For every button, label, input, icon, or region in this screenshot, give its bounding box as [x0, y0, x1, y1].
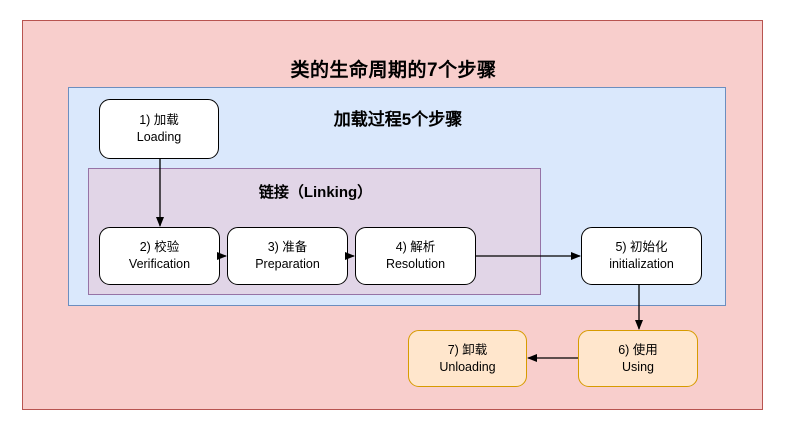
step-node-initialization-cn: 5) 初始化 — [615, 240, 668, 254]
step-node-loading[interactable]: 1) 加载 Loading — [99, 99, 219, 159]
step-node-verification-cn: 2) 校验 — [139, 240, 180, 254]
step-node-using-en: Using — [622, 359, 654, 374]
step-node-resolution-en: Resolution — [385, 257, 446, 271]
step-node-verification-en: Verification — [128, 257, 191, 271]
step-node-preparation[interactable]: 3) 准备 Preparation — [227, 227, 348, 285]
step-node-loading-en: Loading — [136, 130, 182, 144]
step-node-verification[interactable]: 2) 校验 Verification — [99, 227, 220, 285]
step-node-unloading[interactable]: 7) 卸载 Unloading — [408, 330, 527, 387]
step-node-unloading-en: Unloading — [439, 359, 496, 374]
step-node-loading-cn: 1) 加载 — [139, 113, 179, 127]
step-node-using[interactable]: 6) 使用 Using — [578, 330, 698, 387]
step-node-resolution[interactable]: 4) 解析 Resolution — [355, 227, 476, 285]
step-node-resolution-cn: 4) 解析 — [395, 240, 436, 254]
step-node-unloading-cn: 7) 卸载 — [447, 342, 488, 357]
step-node-preparation-cn: 3) 准备 — [267, 240, 308, 254]
step-node-initialization-en: initialization — [609, 257, 674, 271]
diagram-title: 类的生命周期的7个步骤 — [290, 60, 497, 81]
container-loading-process-title: 加载过程5个步骤 — [333, 110, 463, 129]
container-linking-title: 链接（Linking） — [258, 184, 373, 201]
step-node-preparation-en: Preparation — [255, 257, 320, 271]
step-node-initialization[interactable]: 5) 初始化 initialization — [581, 227, 702, 285]
step-node-using-cn: 6) 使用 — [618, 342, 658, 357]
